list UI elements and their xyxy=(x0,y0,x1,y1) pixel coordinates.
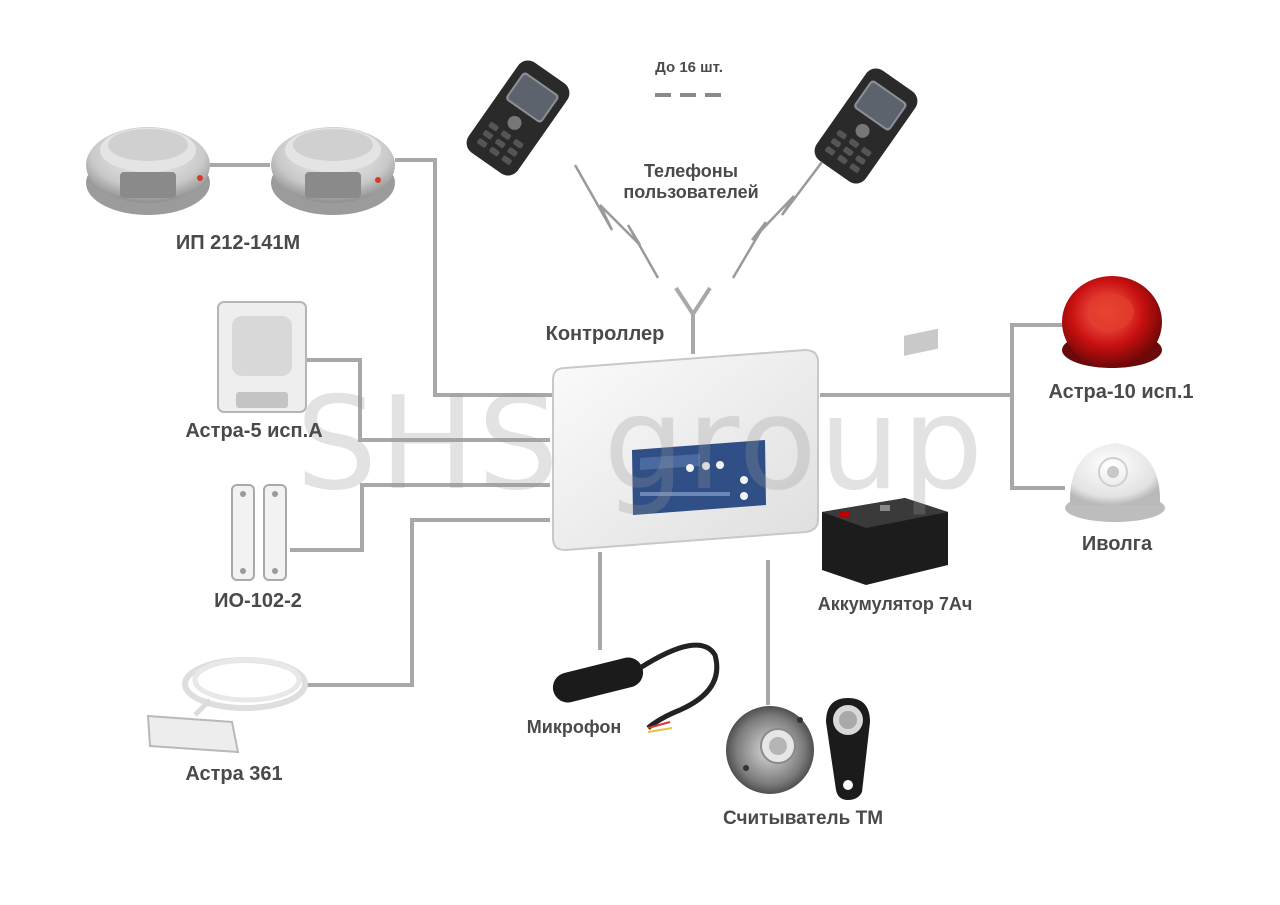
label-tm-reader: Считыватель ТМ xyxy=(722,808,884,829)
water-sensor-icon xyxy=(146,657,308,754)
sounder-icon xyxy=(1065,443,1165,522)
wire-contact-to-controller xyxy=(290,483,550,552)
signal-left-icon xyxy=(573,164,660,279)
antenna-icon xyxy=(674,286,712,354)
wire-water-to-controller xyxy=(305,518,550,687)
smoke-detector-right-icon xyxy=(271,127,395,215)
wire-motion-to-controller xyxy=(305,358,550,442)
label-water-sensor: Астра 361 xyxy=(185,763,283,785)
microphone-icon xyxy=(552,642,720,733)
wires xyxy=(205,158,1065,705)
label-battery: Аккумулятор 7Ач xyxy=(817,594,973,614)
label-phones-quantity: До 16 шт. xyxy=(655,59,723,76)
watermark: SHS group xyxy=(296,370,986,519)
wire-smoke-to-controller xyxy=(395,158,555,397)
phone-right-icon xyxy=(814,68,918,184)
label-siren: Астра-10 исп.1 xyxy=(1048,381,1194,403)
controller-icon xyxy=(552,348,819,552)
label-motion-detector: Астра-5 исп.А xyxy=(185,420,323,442)
magnetic-contact-icon xyxy=(231,484,287,581)
siren-icon xyxy=(1062,276,1162,368)
phone-left-icon xyxy=(466,60,570,176)
wire-siren xyxy=(1010,323,1065,395)
label-phones-title: Телефоны пользователей xyxy=(623,161,759,202)
signal-right-icon xyxy=(731,161,823,279)
label-controller: Контроллер xyxy=(545,323,665,345)
smoke-detector-left-icon xyxy=(86,127,210,215)
battery-icon xyxy=(822,328,948,585)
label-smoke-detector: ИП 212-141М xyxy=(175,232,301,254)
tm-key-icon xyxy=(826,698,870,800)
label-sounder: Иволга xyxy=(1081,533,1153,555)
motion-detector-icon xyxy=(217,301,307,413)
wire-sounder xyxy=(1010,395,1065,490)
label-microphone: Микрофон xyxy=(526,717,622,737)
label-magnetic-contact: ИО-102-2 xyxy=(214,590,302,612)
tm-reader-icon xyxy=(726,706,814,794)
